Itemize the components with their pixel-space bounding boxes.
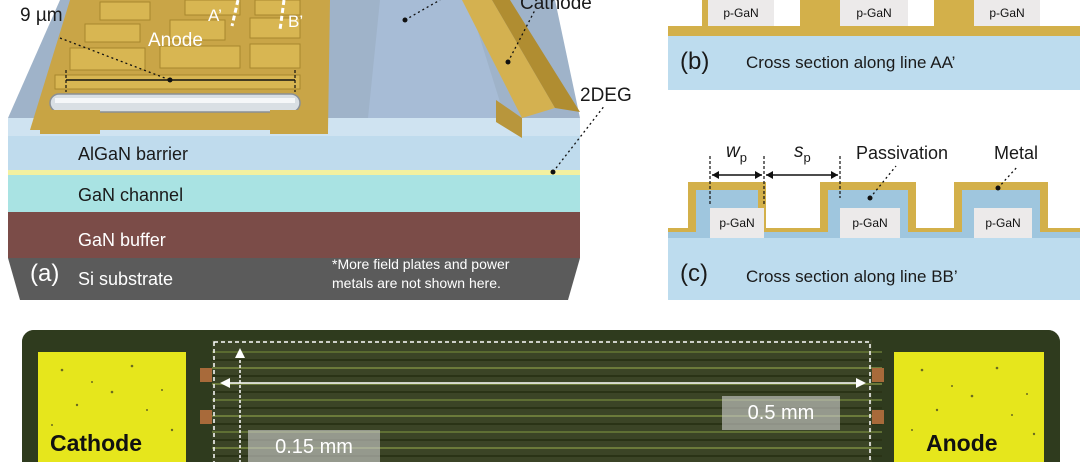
twodeg-layer	[8, 170, 580, 175]
anode-front-pad-right	[270, 110, 328, 134]
gan-channel-label: GaN channel	[78, 185, 184, 205]
pgan-block-c3: p-GaN	[974, 208, 1032, 238]
cathode-rail-front	[496, 100, 522, 138]
length-measurement-label: 0.5 mm	[722, 396, 840, 430]
cathode-rail-side	[492, 0, 580, 112]
line-a-label: A’	[208, 6, 222, 25]
panel-c-caption: Cross section along line BB’	[746, 267, 958, 286]
anode-pad	[894, 352, 1044, 462]
micrograph-illustration	[22, 330, 1060, 462]
cathode-rail-top	[462, 0, 555, 118]
gan-channel-layer	[8, 174, 580, 212]
sp-label: sp	[794, 141, 811, 165]
panel-b: p-GaN p-GaN p-GaN (b) Cross section alon…	[668, 0, 1080, 90]
anode-front-pad-left	[40, 110, 100, 134]
cathode-label: Cathode	[520, 0, 592, 14]
si-substrate-layer	[8, 258, 580, 300]
anode-pad-label: Anode	[926, 430, 998, 456]
gan-buffer-layer	[8, 212, 580, 258]
si-substrate-label: Si substrate	[78, 269, 174, 289]
wp-label: wp	[726, 141, 747, 165]
anode-fingers	[54, 0, 301, 90]
anode-label: Anode	[148, 30, 203, 51]
cathode-trench	[368, 0, 505, 118]
panel-c: p-GaN p-GaN p-GaN wp sp Passivation Meta…	[668, 138, 1080, 300]
pgan-block-b2: p-GaN	[840, 0, 908, 26]
passivation-label: Passivation	[856, 143, 949, 163]
gan-buffer-label: GaN buffer	[78, 230, 166, 250]
panel-b-tag: (b)	[680, 48, 710, 75]
panel-a-tag: (a)	[30, 260, 60, 287]
device-3d-illustration	[8, 0, 606, 300]
metal-label: Metal	[994, 143, 1039, 163]
footnote-line1: *More field plates and power	[332, 256, 510, 272]
panel-a: 9 µm Anode A’ B’ Cathode 2DEG AlGaN barr…	[0, 0, 660, 300]
twodeg-label: 2DEG	[580, 85, 632, 106]
cathode-pad-label: Cathode	[50, 430, 142, 456]
panel-b-caption: Cross section along line AA’	[746, 53, 956, 72]
pgan-block-b1: p-GaN	[708, 0, 774, 26]
finger-stripes	[212, 351, 882, 457]
pgan-block-c2: p-GaN	[840, 208, 900, 238]
footnote-line2: metals are not shown here.	[332, 275, 501, 291]
pgan-block-b3: p-GaN	[974, 0, 1040, 26]
line-b-label: B’	[288, 12, 304, 31]
algan-barrier-layer	[8, 136, 580, 170]
panel-c-tag: (c)	[680, 260, 708, 287]
device-micrograph: Cathode Anode 0.5 mm 0.15 mm	[22, 330, 1060, 462]
width-measurement-label: 0.15 mm	[248, 430, 380, 462]
width-9um-label: 9 µm	[20, 5, 63, 26]
pad-speckles	[51, 364, 1036, 436]
algan-barrier-label: AlGaN barrier	[78, 144, 189, 164]
pgan-block-c1: p-GaN	[710, 208, 764, 238]
